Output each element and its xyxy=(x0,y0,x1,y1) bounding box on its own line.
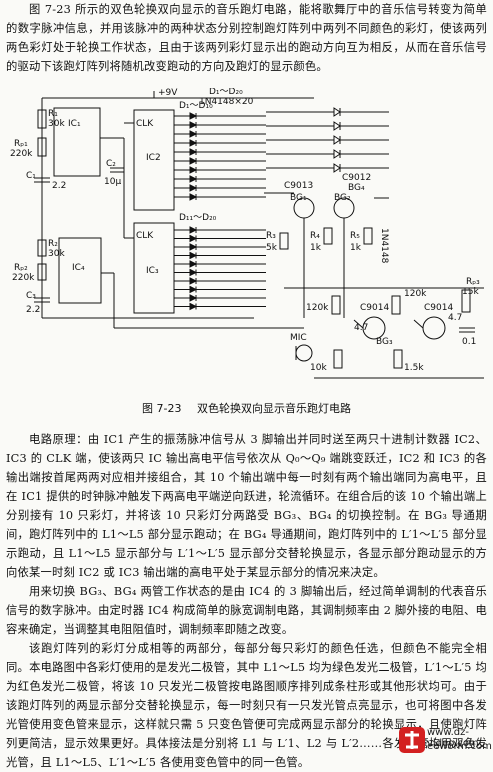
c1-value: 2.2 xyxy=(52,181,66,191)
ic4-box xyxy=(58,237,102,304)
r2-value: 30k xyxy=(48,249,65,259)
r3-label: R₃ xyxy=(266,231,276,241)
bg3-label: BG₃ xyxy=(376,337,393,347)
r5-label: R₅ xyxy=(350,231,360,241)
led xyxy=(266,149,389,159)
diode-bottom xyxy=(174,302,266,311)
vcc-label: +9V xyxy=(158,88,178,98)
diode-top xyxy=(174,121,266,129)
d-top-label: D₁～D₁₀ xyxy=(179,101,213,111)
diode-bottom xyxy=(174,268,266,277)
diode-n-label: 1N4148 xyxy=(379,228,389,264)
diode-bottom xyxy=(174,243,266,251)
diode-top xyxy=(174,112,266,120)
ic1-box xyxy=(53,107,101,177)
r5-value: 1k xyxy=(350,243,362,253)
mic-label: MIC xyxy=(290,333,307,343)
c2-value: 10μ xyxy=(104,177,121,187)
d-bottom-label: D₁₁～D₂₀ xyxy=(179,213,217,223)
c1-label: C₁ xyxy=(26,171,36,181)
switching-paragraph: 用来切换 BG₃、BG₄ 两管工作状态的是由 IC4 的 3 脚输出后，经过简单… xyxy=(6,585,487,636)
ic2-label: IC2 xyxy=(146,153,161,163)
circuit-diagram: +9V IC₁ IC2 IC₃ IC₄ CLK CLK D₁～D₁₀ D₁₁～D… xyxy=(10,88,484,379)
r3-value: 5k xyxy=(266,243,278,253)
r15-label: 1.5k xyxy=(404,363,424,373)
r1-label: R₁ xyxy=(48,109,58,119)
r4-label: R₄ xyxy=(310,231,320,241)
r4-value: 1k xyxy=(310,243,322,253)
diode-top xyxy=(174,184,266,192)
led xyxy=(266,107,389,117)
c9012-label: C9012 xyxy=(342,173,371,183)
diode-bottom xyxy=(174,260,266,268)
ic1-label: IC₁ xyxy=(68,119,81,129)
rp2-value: 220k xyxy=(12,273,35,283)
principle-paragraph: 电路原理：由 IC1 产生的振荡脉冲信号从 3 脚输出并同时送至两只十进制计数器… xyxy=(6,433,487,579)
c47a-label: 4.7 xyxy=(354,323,368,333)
diode-bottom xyxy=(174,285,266,294)
watermark-logo xyxy=(399,727,425,753)
rp3-label: Rₚ₃ xyxy=(466,277,480,287)
c47b-label: 4.7 xyxy=(448,313,462,323)
bg1-label: BG₁ xyxy=(290,193,307,203)
figure-caption: 图 7-23 双色轮换双向显示音乐跑灯电路 xyxy=(0,400,493,416)
diode-top xyxy=(174,139,266,147)
watermark-url-2: eeworm.com xyxy=(427,741,492,752)
c9013-label: C9013 xyxy=(284,181,313,191)
led xyxy=(266,121,389,131)
c01-label: 0.1 xyxy=(462,337,476,347)
rp3-value: 15k xyxy=(462,287,479,297)
d-note-label: D₁～D₂₀ xyxy=(209,88,243,97)
figure-title: 双色轮换双向显示音乐跑灯电路 xyxy=(196,402,351,415)
d-part-label: 1N4148×20 xyxy=(199,97,254,107)
watermark-url: www.dz-video.com xyxy=(427,727,479,749)
diode-top xyxy=(174,148,266,156)
r120b-label: 120k xyxy=(404,289,427,299)
ic3-label: IC₃ xyxy=(146,266,159,276)
c3-label: C₃ xyxy=(26,291,36,301)
diode-top xyxy=(174,157,266,165)
rp2-label: Rₚ₂ xyxy=(14,263,28,273)
rp1-label: Rₚ₁ xyxy=(14,139,28,149)
r120a-label: 120k xyxy=(306,303,329,313)
c2-label: C₂ xyxy=(106,159,116,169)
r10-label: 10k xyxy=(310,363,327,373)
r1-value: 30k xyxy=(48,119,65,129)
c9014a-label: C9014 xyxy=(360,303,389,313)
diode-top xyxy=(174,130,266,138)
figure-number: 图 7-23 xyxy=(142,402,182,415)
diode-bottom xyxy=(174,294,266,302)
diode-top xyxy=(174,193,266,201)
diode-top xyxy=(174,166,266,174)
ic2-box xyxy=(133,109,175,211)
intro-paragraph: 图 7-23 所示的双色轮换双向显示的音乐跑灯电路，能将歌舞厅中的音乐信号转变为… xyxy=(6,3,487,73)
diode-bottom xyxy=(174,277,266,285)
led xyxy=(266,135,389,145)
ic4-label: IC₄ xyxy=(72,263,85,273)
led xyxy=(266,163,389,173)
diode-bottom xyxy=(174,226,266,234)
ic2-clk-label: CLK xyxy=(136,119,154,129)
watermark: www.dz-video.com eeworm.com xyxy=(397,723,492,759)
ic3-box xyxy=(133,222,175,314)
bg2-label: BG₂ xyxy=(334,193,351,203)
c3-value: 2.2 xyxy=(26,305,40,315)
ic3-clk-label: CLK xyxy=(136,231,154,241)
diode-bottom xyxy=(174,251,266,260)
rp1-value: 220k xyxy=(10,149,33,159)
bg4-label: BG₄ xyxy=(348,183,365,193)
diode-bottom xyxy=(174,234,266,243)
led-array-paragraph: 该跑灯阵列的彩灯分成相等的两部分，每部分每只彩灯的颜色任选，但颜色不能完全相同。… xyxy=(6,642,487,769)
c9014b-label: C9014 xyxy=(424,303,453,313)
r2-label: R₂ xyxy=(48,239,58,249)
diode-top xyxy=(174,175,266,183)
